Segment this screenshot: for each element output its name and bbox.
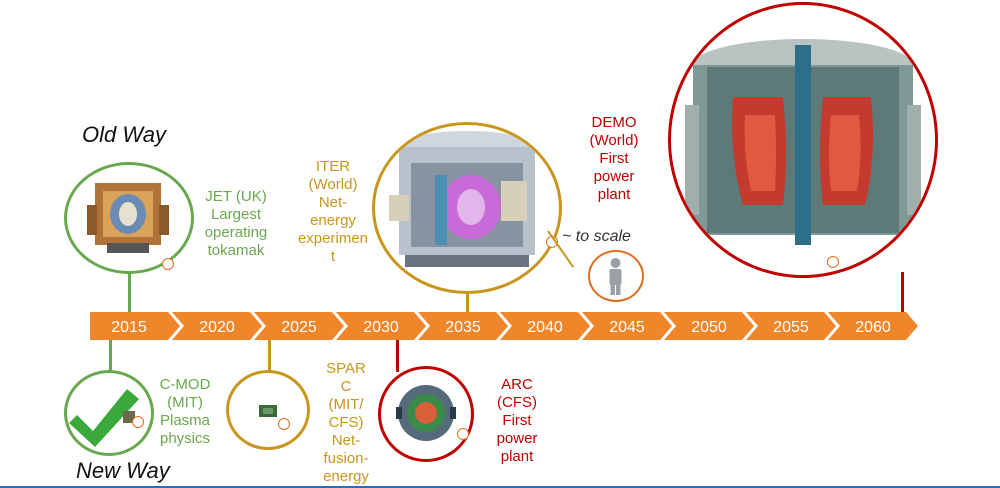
checkmark-icon xyxy=(69,389,139,447)
timeline-year: 2025 xyxy=(281,319,317,336)
human-scale-image xyxy=(588,250,644,302)
timeline-year: 2050 xyxy=(691,319,727,336)
timeline-chevron xyxy=(172,312,262,340)
timeline-year: 2030 xyxy=(363,319,399,336)
info-icon xyxy=(278,418,290,430)
timeline-year: 2040 xyxy=(527,319,563,336)
footer-rule xyxy=(0,486,1000,488)
timeline-chevron xyxy=(582,312,672,340)
timeline-chevron xyxy=(336,312,426,340)
sparc-connector xyxy=(268,340,271,372)
arc-image xyxy=(378,366,474,462)
timeline: 2015 2020 2025 2030 2035 2040 2045 2050 2055 2060 xyxy=(90,312,918,340)
timeline-chevron xyxy=(418,312,508,340)
info-icon xyxy=(457,428,469,440)
new-way-heading: New Way xyxy=(76,458,170,483)
arc-connector xyxy=(396,340,399,372)
info-icon xyxy=(132,416,144,428)
old-way-heading: Old Way xyxy=(82,122,166,147)
info-icon xyxy=(162,258,174,270)
person-icon xyxy=(609,258,622,295)
timeline-chevron xyxy=(500,312,590,340)
timeline-chevron xyxy=(90,312,180,340)
jet-image xyxy=(64,162,194,274)
timeline-chevron xyxy=(746,312,836,340)
timeline-year: 2015 xyxy=(111,319,147,336)
timeline-chevron xyxy=(254,312,344,340)
timeline-chevron xyxy=(664,312,754,340)
iter-connector xyxy=(466,290,469,314)
timeline-year: 2045 xyxy=(609,319,645,336)
iter-image xyxy=(372,122,562,294)
info-icon xyxy=(827,256,839,268)
jet-connector xyxy=(128,272,131,314)
timeline-year: 2035 xyxy=(445,319,481,336)
sparc-image xyxy=(226,370,310,450)
timeline-year: 2055 xyxy=(773,319,809,336)
cmod-image xyxy=(64,370,154,456)
timeline-year: 2060 xyxy=(855,319,891,336)
timeline-chevron xyxy=(828,312,918,340)
scale-note: ~ to scale xyxy=(562,228,631,245)
demo-connector xyxy=(901,272,904,314)
cmod-connector xyxy=(109,340,112,372)
demo-image xyxy=(668,2,938,278)
timeline-year: 2020 xyxy=(199,319,235,336)
